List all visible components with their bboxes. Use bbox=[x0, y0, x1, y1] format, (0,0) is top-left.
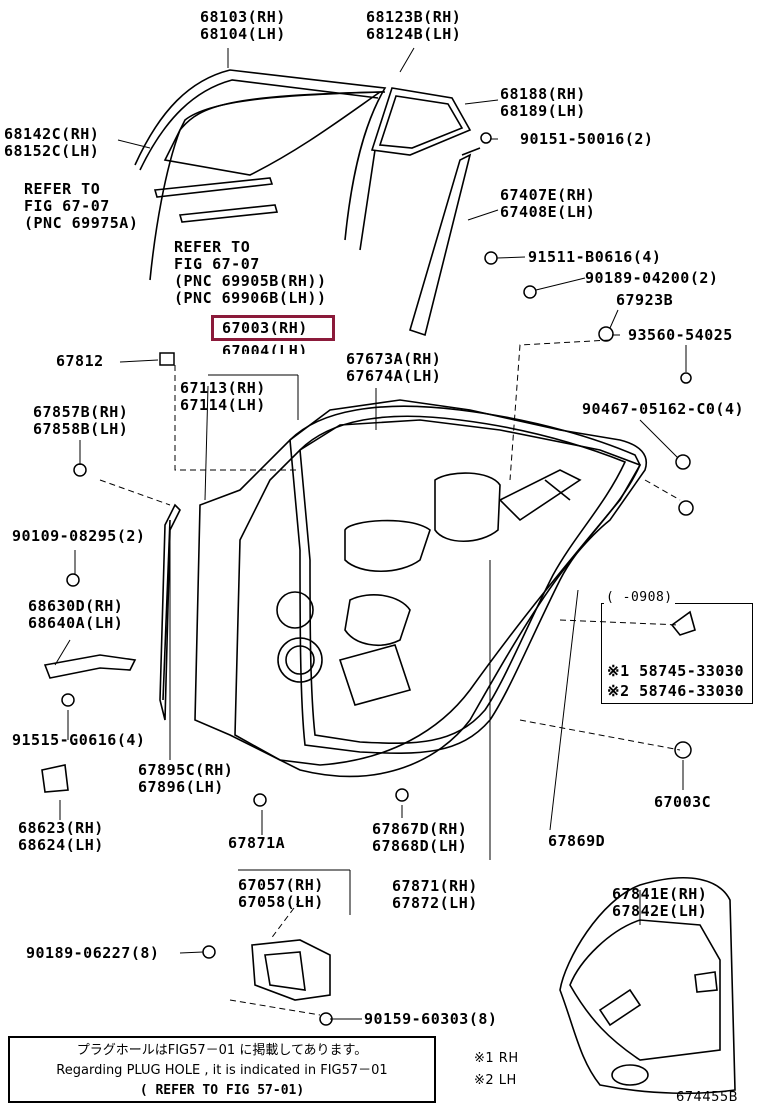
note-line-japanese: プラグホールはFIG57－01 に掲載してあります。 bbox=[76, 1043, 368, 1058]
label-68188-68189: 68188(RH)68189(LH) bbox=[500, 85, 586, 120]
label-68623-68624: 68623(RH)68624(LH) bbox=[18, 819, 104, 854]
label-67003c: 67003C bbox=[654, 793, 712, 811]
label-90109-08295: 90109-08295(2) bbox=[12, 527, 146, 545]
label-67003-highlighted[interactable]: 67003(RH) bbox=[222, 319, 308, 337]
service-hole bbox=[344, 519, 431, 573]
label-67113-67114: 67113(RH)67114(LH) bbox=[180, 379, 266, 414]
label-67895c-67896: 67895C(RH)67896(LH) bbox=[138, 761, 234, 796]
label-93560-54025: 93560-54025 bbox=[628, 326, 733, 344]
quarter-window bbox=[370, 87, 472, 156]
label-67869d: 67869D bbox=[548, 832, 606, 850]
label-90159-60303: 90159-60303(8) bbox=[364, 1010, 498, 1028]
legend-rh: ※1 RH bbox=[474, 1051, 519, 1066]
label-68142c-68152c: 68142C(RH)68152C(LH) bbox=[4, 125, 100, 160]
label-68123b-68124b: 68123B(RH)68124B(LH) bbox=[366, 8, 462, 43]
door-outer-panel bbox=[194, 399, 647, 778]
label-91515-g0616: 91515-G0616(4) bbox=[12, 731, 146, 749]
option-part-box bbox=[601, 603, 753, 704]
label-68630d-68640a: 68630D(RH)68640A(LH) bbox=[28, 597, 124, 632]
label-90189-06227: 90189-06227(8) bbox=[26, 944, 160, 962]
highlight-frame-67003 bbox=[211, 315, 335, 341]
door-trim-panel bbox=[559, 877, 736, 1095]
label-91511-b0616: 91511-B0616(4) bbox=[528, 248, 662, 266]
weatherstrip bbox=[289, 405, 641, 755]
note-line-refer: ( REFER TO FIG 57-01) bbox=[139, 1083, 305, 1098]
label-67407e-67408e: 67407E(RH)67408E(LH) bbox=[500, 186, 596, 221]
label-67673a-67674a: 67673A(RH)67674A(LH) bbox=[346, 350, 442, 385]
label-58746-33030: ※2 58746-33030 bbox=[607, 682, 744, 700]
figure-id: 674455B bbox=[676, 1090, 739, 1105]
label-67057-67058: 67057(RH)67058(LH) bbox=[238, 876, 324, 911]
label-67004: 67004(LH) bbox=[222, 342, 308, 360]
note-line-english: Regarding PLUG HOLE , it is indicated in… bbox=[56, 1063, 388, 1078]
door-check bbox=[43, 654, 137, 679]
label-90151-50016: 90151-50016(2) bbox=[520, 130, 654, 148]
label-67841e-67842e: 67841E(RH)67842E(LH) bbox=[612, 885, 708, 920]
legend-lh: ※2 LH bbox=[474, 1073, 517, 1088]
window-frame-outline bbox=[134, 69, 387, 241]
label-68103-68104: 68103(RH)68104(LH) bbox=[200, 8, 286, 43]
label-90467-05162-c0: 90467-05162-C0(4) bbox=[582, 400, 745, 418]
label-67871-67872: 67871(RH)67872(LH) bbox=[392, 877, 478, 912]
label-67857b-67858b: 67857B(RH)67858B(LH) bbox=[33, 403, 129, 438]
door-lock bbox=[251, 939, 331, 1001]
label-67923b: 67923B bbox=[616, 291, 674, 309]
division-bar bbox=[409, 153, 472, 337]
label-58745-33030: ※1 58745-33030 bbox=[607, 662, 744, 680]
label-67871a: 67871A bbox=[228, 834, 286, 852]
plug-hole-note: プラグホールはFIG57－01 に掲載してあります。 Regarding PLU… bbox=[8, 1036, 436, 1103]
label-90189-04200: 90189-04200(2) bbox=[585, 269, 719, 287]
option-date-range: ( -0908) bbox=[604, 590, 675, 606]
label-67812: 67812 bbox=[56, 352, 104, 370]
label-67867d-67868d: 67867D(RH)67868D(LH) bbox=[372, 820, 468, 855]
